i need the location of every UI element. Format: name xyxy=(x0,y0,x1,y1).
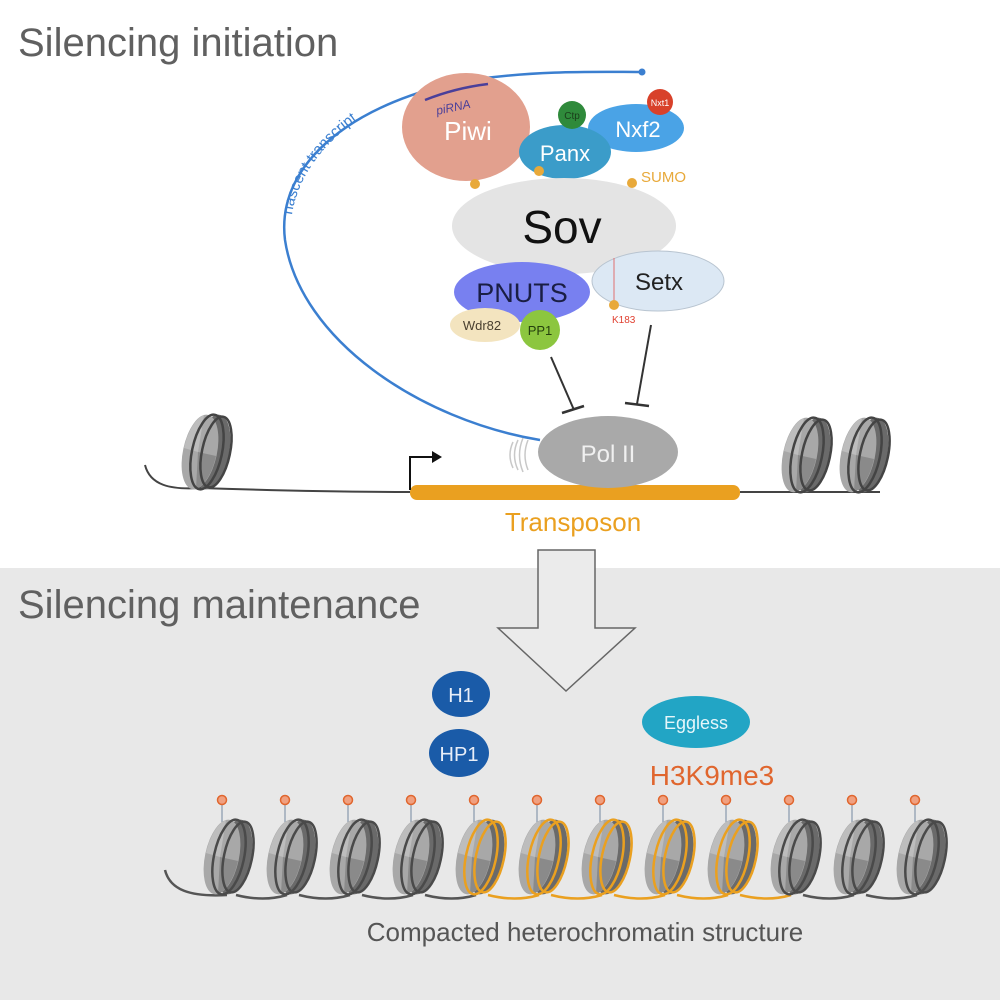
h3k9me3-mark xyxy=(216,794,228,806)
h3k9me3-mark xyxy=(594,794,606,806)
nucleosome-transposon xyxy=(518,818,570,896)
pnuts-label: PNUTS xyxy=(476,278,568,308)
linker-dna xyxy=(487,893,540,900)
nxf2-protein xyxy=(588,104,684,152)
h3k9me3-mark xyxy=(720,794,732,806)
k183-label: K183 xyxy=(612,315,636,326)
transposon-label: Transposon xyxy=(505,507,641,537)
hp1-protein xyxy=(429,729,489,777)
linker-dna xyxy=(424,893,477,900)
panx-label: Panx xyxy=(540,141,590,166)
k183-dot xyxy=(609,300,619,310)
nxt1-label: Nxt1 xyxy=(651,98,670,108)
h3k9me3-mark xyxy=(405,794,417,806)
transcript-end-dot xyxy=(638,68,646,76)
nucleosome xyxy=(896,818,948,896)
nucleosome xyxy=(833,818,885,896)
nucleosome-transposon xyxy=(644,818,696,896)
nucleosome xyxy=(329,818,381,896)
linker-dna xyxy=(802,893,855,900)
linker-dna xyxy=(613,893,666,900)
pp1-inhibition-line xyxy=(550,356,575,411)
nucleosome-transposon xyxy=(707,818,759,896)
maintenance-panel xyxy=(0,568,1000,1000)
sumo-dot xyxy=(627,178,637,188)
nxf2-label: Nxf2 xyxy=(615,117,660,142)
linker-dna xyxy=(361,893,414,900)
sov-protein xyxy=(452,178,676,274)
pp1-protein xyxy=(520,310,560,350)
wdr82-label: Wdr82 xyxy=(463,318,501,333)
pol2-label: Pol II xyxy=(581,441,636,468)
setx-protein xyxy=(591,250,725,312)
sumo-dot xyxy=(534,166,544,176)
h3k9me3-mark xyxy=(783,794,795,806)
eggless-protein xyxy=(642,696,750,748)
nucleosome-upper xyxy=(181,413,233,491)
h3k9me3-label: H3K9me3 xyxy=(650,760,775,791)
h3k9me3-mark xyxy=(846,794,858,806)
piwi-protein xyxy=(402,73,530,181)
nucleosome-upper xyxy=(781,416,833,494)
linker-dna xyxy=(865,893,918,900)
linker-dna xyxy=(298,893,351,900)
tss-arrowhead-icon xyxy=(432,451,442,463)
dna-strand-upper-left xyxy=(144,464,411,493)
setx-inhibition-bar xyxy=(624,401,650,408)
sumo-label: SUMO xyxy=(641,169,686,186)
upper-nucleosomes xyxy=(181,413,891,494)
transposon-bar xyxy=(410,485,740,500)
setx-label: Setx xyxy=(635,269,683,296)
nucleosome xyxy=(770,818,822,896)
linker-dna xyxy=(676,893,729,900)
ctp-label: Ctp xyxy=(564,111,580,122)
transition-arrow xyxy=(496,549,637,693)
nucleosome xyxy=(392,818,444,896)
h3k9me3-mark xyxy=(909,794,921,806)
setx-inhibition-line xyxy=(636,324,652,405)
h3k9me3-mark xyxy=(468,794,480,806)
linker-dna xyxy=(550,893,603,900)
heterochromatin-array xyxy=(163,794,948,900)
panx-protein xyxy=(519,125,611,179)
h3k9me3-mark xyxy=(279,794,291,806)
pp1-inhibition-bar xyxy=(561,404,585,415)
initiation-title: Silencing initiation xyxy=(18,21,338,65)
linker-dna xyxy=(235,893,288,900)
pnuts-protein xyxy=(454,262,590,322)
heterochromatin-label: Compacted heterochromatin structure xyxy=(367,917,803,947)
maintenance-title: Silencing maintenance xyxy=(18,583,420,627)
h3k9me3-mark xyxy=(657,794,669,806)
eggless-label: Eggless xyxy=(664,713,728,733)
nascent-transcript-curve xyxy=(282,70,643,442)
pol2-motion-lines xyxy=(509,437,529,473)
nxt1-protein xyxy=(647,89,673,115)
sov-label: Sov xyxy=(522,201,601,253)
nucleosome-transposon xyxy=(455,818,507,896)
pp1-label: PP1 xyxy=(528,323,553,338)
h1-label: H1 xyxy=(448,685,474,707)
nucleosome xyxy=(266,818,318,896)
h3k9me3-mark xyxy=(342,794,354,806)
nucleosome-transposon xyxy=(581,818,633,896)
nucleosome xyxy=(203,818,255,896)
linker-dna xyxy=(739,893,792,900)
hp1-label: HP1 xyxy=(440,744,479,766)
piwi-label: Piwi xyxy=(444,116,492,146)
pol2-protein xyxy=(538,416,678,488)
linker-dna xyxy=(163,869,228,897)
wdr82-protein xyxy=(450,308,520,342)
sumo-dot xyxy=(470,179,480,189)
nucleosome-upper xyxy=(839,416,891,494)
h3k9me3-mark xyxy=(531,794,543,806)
tss-arrow xyxy=(409,456,432,490)
ctp-protein xyxy=(558,101,586,129)
h1-protein xyxy=(432,671,490,717)
pirna-strand xyxy=(424,82,489,102)
